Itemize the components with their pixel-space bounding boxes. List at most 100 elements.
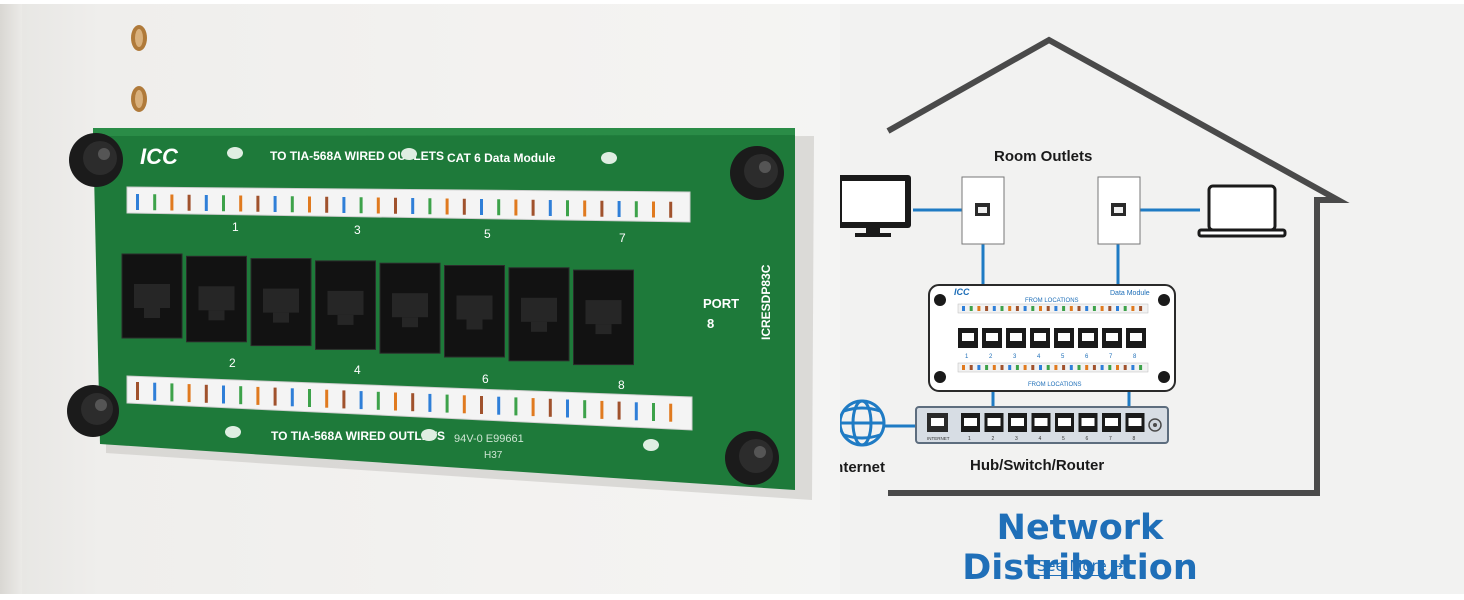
brand-logo: ICC	[140, 144, 179, 169]
wire-contact	[239, 195, 243, 212]
room-outlets-label: Room Outlets	[994, 148, 1092, 165]
mounting-pin	[67, 385, 119, 437]
wire-contact	[222, 195, 225, 212]
router-port-number: 6	[1086, 436, 1089, 442]
jack-number: 6	[482, 372, 489, 386]
wire-contact	[428, 198, 432, 215]
wire-contact	[136, 194, 139, 210]
wire-contact	[652, 201, 655, 218]
top-border	[0, 0, 1464, 4]
wire-contact	[411, 393, 415, 412]
wire-contact	[531, 398, 535, 417]
wire-contact	[445, 394, 449, 413]
see-more-label: See More	[1036, 557, 1107, 575]
wire-contact	[566, 399, 569, 418]
wire-contact	[359, 391, 363, 410]
wire-contact	[617, 201, 621, 217]
wire-contact	[669, 201, 673, 218]
wire-contact	[634, 201, 638, 218]
arrow-right-icon: →	[1110, 557, 1124, 575]
jack-number: 5	[484, 227, 491, 241]
wire-contact	[583, 400, 587, 419]
data-module-photo: ICC TO TIA-568A WIRED OUTLETS CAT 6 Data…	[67, 25, 814, 500]
bottom-outlets-label: TO TIA-568A WIRED OUTLETS	[271, 429, 445, 443]
wire-contact	[187, 194, 191, 211]
wire-contact	[548, 200, 552, 216]
jack-number: 2	[229, 356, 236, 370]
wire-contact	[583, 200, 587, 217]
jack-number: 4	[354, 363, 361, 377]
wire-contact	[170, 194, 174, 211]
router-port-number: 3	[1015, 436, 1018, 442]
router-port-number: 7	[1109, 436, 1112, 442]
wire-contact	[342, 197, 346, 213]
mounting-pin	[725, 431, 779, 485]
from-locations-top: FROM LOCATIONS	[1025, 298, 1079, 304]
wire-contact	[273, 196, 277, 212]
mini-port-number: 2	[989, 354, 993, 360]
mounting-pin	[69, 133, 123, 187]
router-port-number: 4	[1039, 436, 1042, 442]
wire-contact	[600, 200, 604, 217]
wire-contact	[273, 387, 277, 406]
house-outline	[886, 36, 1350, 496]
router-port-number: 1	[968, 436, 971, 442]
mini-port-number: 4	[1037, 354, 1041, 360]
wire-contact	[497, 396, 501, 415]
router-port-number: 2	[992, 436, 995, 442]
part-number: ICRESDP83C	[759, 264, 773, 340]
mounting-pin	[730, 146, 784, 200]
wall-edge	[0, 0, 22, 600]
wire-contact	[514, 397, 518, 416]
wall-outlet-2	[1097, 176, 1141, 245]
wire-contact	[600, 400, 604, 419]
wire-contact	[497, 199, 501, 216]
wire-contact	[514, 199, 518, 216]
wire-contact	[256, 195, 260, 212]
wire-contact	[652, 403, 655, 421]
mini-port-number: 6	[1085, 354, 1089, 360]
hub-switch-router-label: Hub/Switch/Router	[970, 457, 1104, 474]
internet-label: Internet	[840, 459, 885, 476]
wire-contact	[359, 197, 363, 214]
wire-contact	[669, 403, 673, 422]
wire-contact	[394, 392, 397, 411]
wire-contact	[290, 196, 294, 213]
mini-module-title: Data Module	[1110, 290, 1150, 297]
see-more-link[interactable]: See More→	[1030, 557, 1130, 575]
port-label: PORT	[703, 296, 739, 311]
rj45-jack-row	[121, 253, 634, 366]
port-number: 8	[707, 316, 714, 331]
internet-port-label: INTERNET	[927, 436, 950, 441]
mini-port-number: 1	[965, 354, 969, 360]
wire-contact	[342, 390, 346, 409]
laptop-icon	[1197, 184, 1287, 238]
from-locations-bottom: FROM LOCATIONS	[1028, 382, 1082, 388]
mini-port-number: 7	[1109, 354, 1113, 360]
wire-contact	[153, 194, 157, 211]
globe-icon	[840, 399, 886, 447]
wire-contact	[411, 198, 415, 214]
wire-contact	[325, 389, 329, 408]
wire-contact	[462, 395, 466, 414]
wire-contact	[480, 396, 483, 414]
bottom-border	[0, 594, 1464, 600]
wire-contact	[290, 388, 294, 407]
top-outlets-label: TO TIA-568A WIRED OUTLETS	[270, 149, 444, 163]
desktop-monitor-icon	[840, 175, 911, 237]
wire-contact	[204, 384, 208, 403]
wire-contact	[394, 197, 397, 214]
mini-brand-logo: ICC	[954, 287, 970, 297]
mini-port-number: 5	[1061, 354, 1065, 360]
wall-outlet-1	[961, 176, 1005, 245]
wire-contact	[239, 386, 243, 405]
jack-number: 7	[619, 231, 626, 245]
cta-title: Network Distribution	[962, 508, 1198, 588]
wire-contact	[204, 195, 208, 211]
wire-contact	[187, 384, 191, 403]
wire-contact	[428, 393, 432, 412]
wire-contact	[548, 398, 552, 417]
jack-number: 8	[618, 378, 625, 392]
